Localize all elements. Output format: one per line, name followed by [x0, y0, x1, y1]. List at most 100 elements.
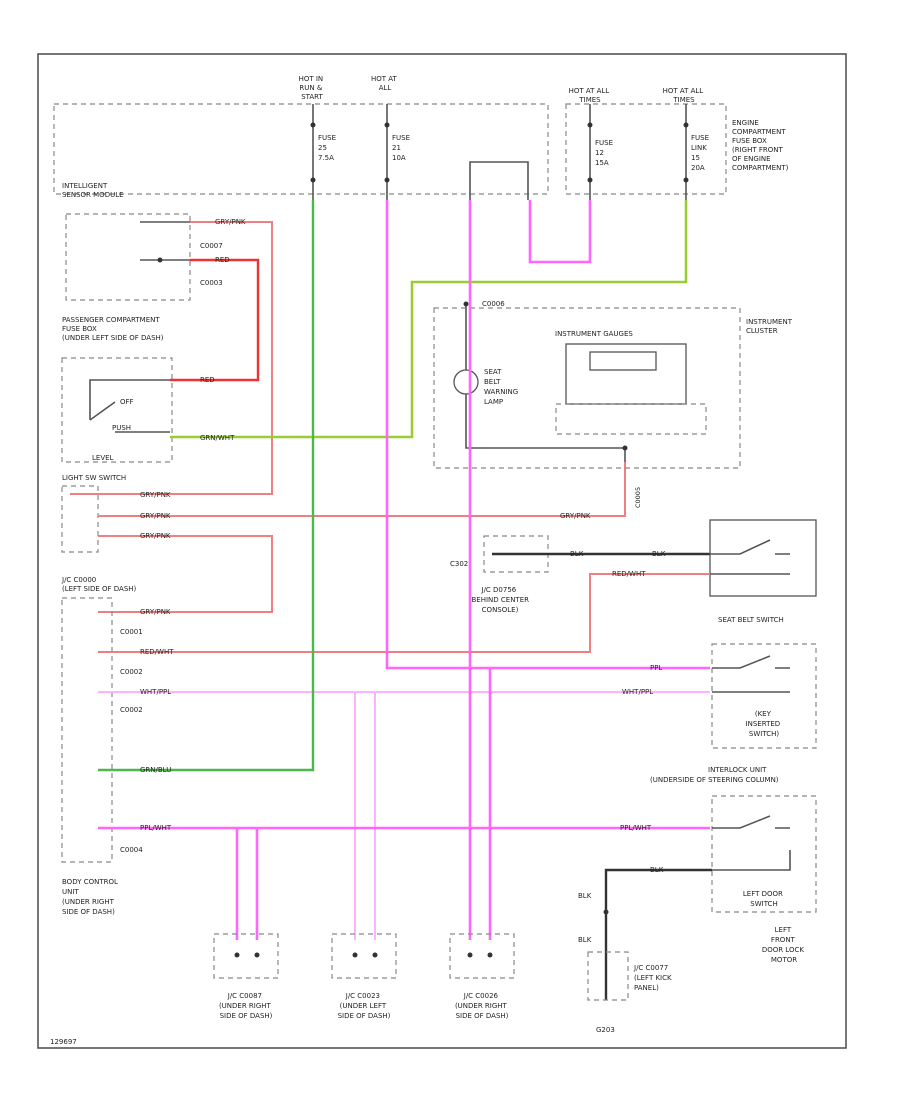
- hot-all-label-3: HOT AT ALL TIMES: [663, 87, 706, 104]
- fuse-3-dot-2: [587, 177, 593, 183]
- connector-c0005: C0005: [634, 487, 642, 508]
- fuse-3-dot: [587, 122, 593, 128]
- fuse-1-dot-2: [310, 177, 316, 183]
- seat-belt-switch-label: SEAT BELT SWITCH: [718, 616, 784, 624]
- wire-red: [170, 258, 260, 382]
- seat-belt-lamp-label: SEAT BELT WARNING LAMP: [484, 368, 520, 406]
- wire-gry-pnk-1: [70, 221, 273, 495]
- door-switch-contacts: [712, 815, 791, 871]
- fuse-3-label: FUSE 12 15A: [595, 139, 615, 167]
- key-inserted-switch-outline: [711, 643, 817, 749]
- g203-label: G203: [596, 1026, 615, 1034]
- hot-all-label-1: HOT AT ALL: [371, 75, 399, 92]
- jc-c0077-label: J/C C0077 (LEFT KICK PANEL): [633, 964, 674, 992]
- passenger-fuse-box-label: PASSENGER COMPARTMENT FUSE BOX (UNDER LE…: [62, 316, 164, 342]
- module-dot: [157, 257, 163, 263]
- wire-red-wht: [98, 573, 710, 653]
- key-inserted-label: (KEY INSERTED SWITCH): [746, 710, 783, 738]
- jc-dot-1: [234, 952, 240, 958]
- wire-label-grnwht: GRN/WHT: [200, 434, 235, 442]
- light-switch-label: LIGHT SW SWITCH: [62, 474, 126, 482]
- hot-all-label-2: HOT AT ALL TIMES: [569, 87, 612, 104]
- lamp-wiring: [465, 304, 626, 462]
- jc-dot-6: [487, 952, 493, 958]
- wire-blk-ground: [604, 868, 712, 1000]
- wire-label-grypnk-1: GRY/PNK: [215, 218, 246, 226]
- connector-c0003: C0003: [200, 279, 223, 287]
- jc-dot-3: [352, 952, 358, 958]
- jc-c0087-label: J/C C0087 (UNDER RIGHT SIDE OF DASH): [219, 992, 273, 1020]
- wire-label-grypnk-2: GRY/PNK: [140, 491, 171, 499]
- hot-run-start-label: HOT IN RUN & START: [299, 75, 326, 101]
- wire-label-whtppl-2: WHT/PPL: [622, 688, 653, 696]
- connector-c0002-b: C0002: [120, 706, 143, 714]
- wire-label-blk-1: BLK: [570, 550, 584, 558]
- connector-c0007: C0007: [200, 242, 223, 250]
- wire-gry-pnk-2: [98, 462, 626, 517]
- connector-c0006: C0006: [482, 300, 505, 308]
- switch-line: [89, 379, 170, 420]
- wire-label-redwht-2: RED/WHT: [140, 648, 174, 656]
- jc-c0077-outline: [587, 951, 629, 1001]
- wire-label-whtppl-1: WHT/PPL: [140, 688, 171, 696]
- wire-label-red-2: RED: [200, 376, 215, 384]
- wire-label-red-1: RED: [215, 256, 230, 264]
- jc-dot-5: [467, 952, 473, 958]
- pink-jumper-loop: [528, 200, 592, 264]
- connector-c0001: C0001: [120, 628, 143, 636]
- engine-fuse-box-label: ENGINE COMPARTMENT FUSE BOX (RIGHT FRONT…: [732, 119, 789, 172]
- intelligent-module-outline: [65, 213, 191, 301]
- instrument-cluster-outline: [433, 307, 741, 469]
- jc-left-dash-label: J/C C0000 (LEFT SIDE OF DASH): [61, 576, 137, 593]
- wire-label-grypnk-6: GRY/PNK: [140, 608, 171, 616]
- fuse-1-label: FUSE 25 7.5A: [318, 134, 338, 162]
- fuse-4-label: FUSE LINK 15 20A: [691, 134, 711, 172]
- jc-c0023-outline: [331, 933, 397, 979]
- wire-grn-blu: [98, 200, 315, 772]
- body-control-outline: [61, 597, 113, 863]
- gauge-dashed-inner: [555, 403, 707, 435]
- wire-label-grypnk-4: GRY/PNK: [140, 532, 171, 540]
- instrument-gauge-box: [565, 343, 687, 405]
- wire-wht-ppl-drop: [354, 692, 376, 940]
- fuse-jumper-loop: [469, 161, 529, 200]
- wire-grn-wht: [170, 200, 688, 439]
- instrument-cluster-label: INSTRUMENT CLUSTER: [746, 318, 794, 335]
- wire-ppl-drop: [468, 200, 492, 940]
- interlock-unit-label: INTERLOCK UNIT (UNDERSIDE OF STEERING CO…: [650, 766, 779, 784]
- lamp-dot: [463, 301, 469, 307]
- jc-c0026-outline: [449, 933, 515, 979]
- left-front-motor-label: LEFT FRONT DOOR LOCK MOTOR: [762, 926, 806, 964]
- c302-label: C302: [450, 560, 468, 568]
- fuse-2-label: FUSE 21 10A: [392, 134, 412, 162]
- diagram-frame: [37, 53, 847, 1049]
- jc-center-label: J/C D0756 (BEHIND CENTER CONSOLE): [469, 586, 531, 614]
- wire-label-pplwht-1: PPL/WHT: [140, 824, 172, 832]
- left-door-switch-label: LEFT DOOR SWITCH: [743, 890, 785, 908]
- fuse-2-dot-2: [384, 177, 390, 183]
- seat-belt-switch-contacts: [710, 539, 790, 575]
- fuse-4-dot: [683, 122, 689, 128]
- wire-label-grypnk-3: GRY/PNK: [140, 512, 171, 520]
- footer-code: 129697: [50, 1038, 77, 1046]
- jc-dot-4: [372, 952, 378, 958]
- instrument-gauge-inner: [589, 351, 657, 371]
- instrument-gauge-label: INSTRUMENT GAUGES: [555, 330, 633, 338]
- lever-label: LEVEL: [92, 454, 114, 462]
- jc-c0023-label: J/C C0023 (UNDER LEFT SIDE OF DASH): [338, 992, 391, 1020]
- key-switch-contacts: [712, 655, 790, 693]
- wire-label-grypnk-5: GRY/PNK: [560, 512, 591, 520]
- wire-label-grnblu: GRN/BLU: [140, 766, 171, 774]
- wire-label-blk-2: BLK: [652, 550, 666, 558]
- ground-dot: [603, 909, 609, 915]
- seat-belt-warning-lamp: [453, 369, 479, 395]
- fuse-4-dot-2: [683, 177, 689, 183]
- intelligent-module-label: INTELLIGENT SENSOR MODULE: [62, 182, 124, 199]
- wire-label-blk-4: BLK: [578, 892, 592, 900]
- lamp-dot-2: [622, 445, 628, 451]
- engine-fuse-block-outline: [565, 103, 727, 195]
- jc-c0087-outline: [213, 933, 279, 979]
- wire-ppl-main: [385, 200, 710, 670]
- wire-ppl-wht-drop: [235, 828, 259, 940]
- wire-label-blk-5: BLK: [578, 936, 592, 944]
